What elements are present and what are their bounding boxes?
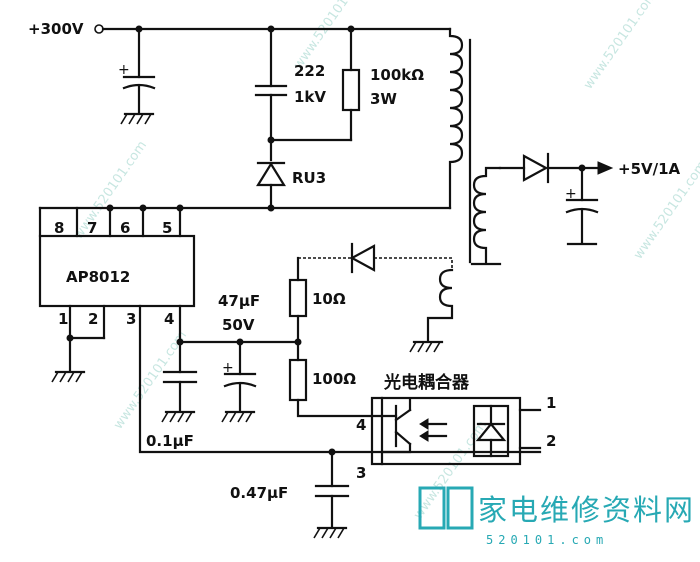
aux-winding (409, 268, 454, 353)
transformer-secondary (470, 166, 502, 266)
wire-pin3 (138, 304, 542, 454)
ic-name-label: AP8012 (66, 268, 130, 286)
res-3w-label: 3W (370, 90, 397, 108)
opto-pin3-label: 3 (356, 464, 366, 482)
pin8-label: 8 (54, 219, 64, 237)
output-label: +5V/1A (618, 160, 681, 178)
svg-text:+: + (565, 186, 577, 202)
res-100k-label: 100kΩ (370, 66, 424, 84)
pin5-label: 5 (162, 219, 172, 237)
ground-ic (51, 336, 86, 383)
resistor-100ohm: 100Ω (288, 340, 384, 418)
resistor-10ohm: 10Ω (288, 256, 346, 344)
site-logo: 家电维修资料网 520101.com (418, 486, 695, 547)
logo-url: 520101.com (486, 533, 608, 547)
diode-ru3: RU3 (256, 161, 326, 212)
cap-50v-label: 50V (222, 316, 255, 334)
supply-label: +300V (28, 20, 84, 38)
pin7-label: 7 (87, 219, 97, 237)
snubber-resistor: 100kΩ 3W (267, 27, 424, 144)
output-arrow (597, 161, 614, 175)
ru3-label: RU3 (292, 169, 326, 187)
capacitor-0-47uf: 0.47μF (230, 450, 350, 539)
snubber-capacitor: 222 1kV (254, 27, 326, 162)
pin4-label: 4 (164, 310, 174, 328)
optocoupler-label: 光电耦合器 (383, 372, 470, 393)
capacitor-0-1uf: 0.1μF (146, 340, 198, 450)
cap-47uf-label: 47μF (218, 292, 260, 310)
pin2-label: 2 (88, 310, 98, 328)
output-diode (522, 152, 550, 184)
pin1-label: 1 (58, 310, 68, 328)
cap-0-47uf-label: 0.47μF (230, 484, 288, 502)
cap-222-label: 222 (294, 62, 325, 80)
opto-pin1-label: 1 (546, 394, 556, 412)
pin6-label: 6 (120, 219, 130, 237)
capacitor-47uf: + 47μF 50V (218, 292, 260, 423)
svg-text:+: + (222, 360, 234, 376)
input-capacitor: + (118, 27, 156, 125)
svg-text:+: + (118, 62, 130, 78)
logo-text: 家电维修资料网 (478, 493, 695, 527)
ic-ap8012: AP8012 (38, 234, 196, 308)
optocoupler (370, 396, 522, 466)
cap-1kv-label: 1kV (294, 88, 326, 106)
transformer-primary (448, 27, 464, 210)
supply-terminal: +300V (28, 20, 104, 38)
opto-pin4-label: 4 (356, 416, 366, 434)
output-capacitor: + (565, 166, 599, 246)
res-100ohm-label: 100Ω (312, 370, 356, 388)
res-10ohm-label: 10Ω (312, 290, 346, 308)
aux-diode (349, 242, 376, 274)
pin3-label: 3 (126, 310, 136, 328)
opto-pin2-label: 2 (546, 432, 556, 450)
cap-0-1uf-label: 0.1μF (146, 432, 194, 450)
watermark-text: www.520101.com (581, 0, 660, 92)
